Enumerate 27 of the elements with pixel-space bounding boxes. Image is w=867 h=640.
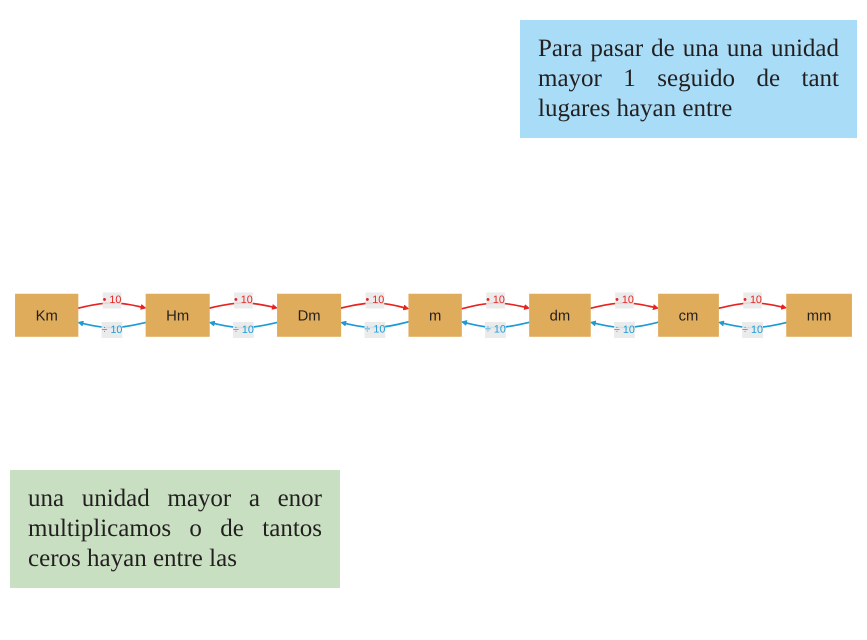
- edge-label: • 10: [743, 294, 762, 306]
- node-box: Hm: [146, 293, 210, 337]
- edge-label: ÷ 10: [102, 324, 122, 336]
- arrow: [590, 320, 659, 328]
- note-text: Para pasar de una una unidad mayor 1 seguido de tant lugares hayan entre: [520, 20, 857, 138]
- node-box: m: [408, 293, 462, 337]
- edge-label: ÷ 10: [742, 324, 763, 336]
- edge-label: ÷ 10: [232, 324, 254, 336]
- node-box: mm: [786, 293, 852, 337]
- edge-label: • 10: [102, 294, 122, 306]
- edge-label: ÷ 10: [485, 324, 506, 336]
- arrow: [209, 320, 278, 328]
- arrow: [461, 320, 530, 328]
- arrow: [718, 320, 787, 328]
- edge-label: ÷ 10: [614, 324, 635, 336]
- edge-label: • 10: [615, 294, 634, 306]
- edge-label: ÷ 10: [364, 324, 386, 336]
- node-box: Dm: [277, 293, 342, 337]
- arrow: [340, 320, 409, 328]
- edge-label: • 10: [234, 294, 253, 306]
- edge-label: • 10: [366, 294, 384, 306]
- node-box: dm: [529, 293, 591, 337]
- node-box: cm: [658, 293, 719, 337]
- note-text: una unidad mayor a enor multiplicamos o de tantos ceros hayan entre las: [10, 470, 340, 588]
- edge-label: • 10: [486, 294, 505, 306]
- node-box: Km: [15, 293, 78, 337]
- arrow: [78, 320, 146, 328]
